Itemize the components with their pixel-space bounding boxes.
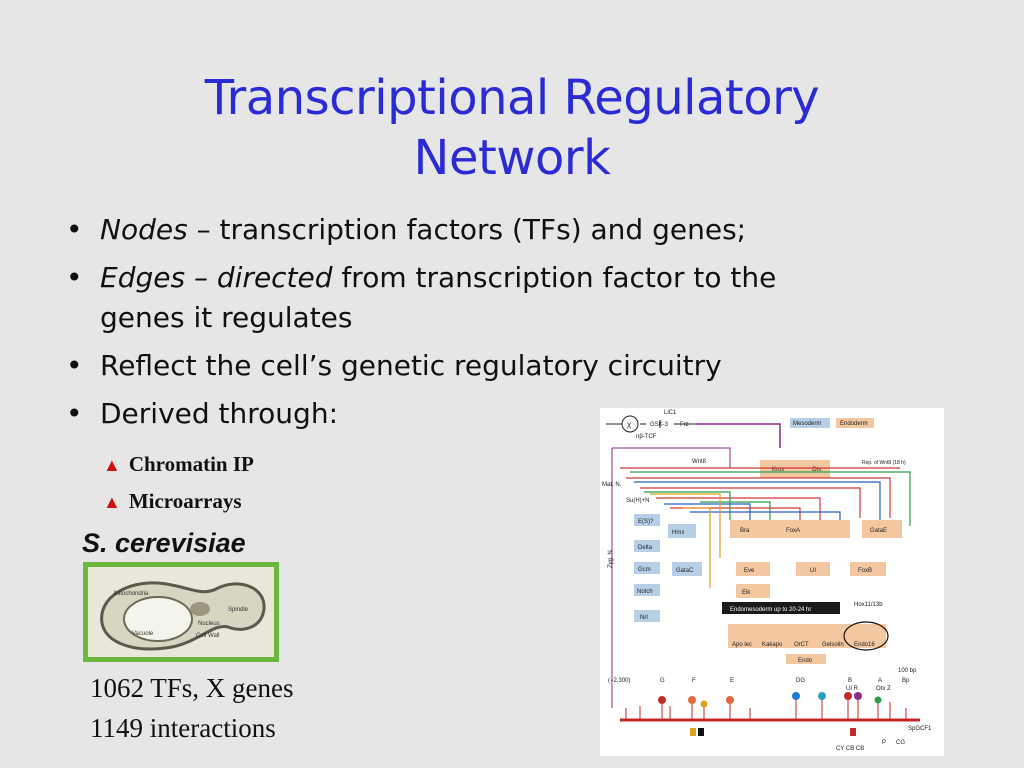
title-line-2: Network [413, 130, 611, 186]
yeast-label-nucleus: Nucleus [198, 621, 220, 627]
triangle-bullet-icon: ▲ [103, 455, 121, 475]
subbullet-chromatin-ip: ▲Chromatin IP [103, 452, 254, 476]
net-mid-gatac: GataC [676, 568, 694, 574]
net-mid-gatae: GataE [870, 528, 887, 534]
species-label: S. cerevisiae [82, 528, 246, 558]
stats-tfs: 1062 TFs, X genes [90, 673, 294, 703]
net-left-nrl: Nrl [640, 615, 648, 621]
bullet-nodes: •Nodes – transcription factors (TFs) and… [66, 213, 747, 246]
net-foot-spgcf1: SpGCF1 [908, 726, 932, 732]
subbullet-microarrays: ▲Microarrays [103, 489, 242, 513]
triangle-bullet-icon: ▲ [103, 492, 121, 512]
net-left-mat-n: Mat. N. [602, 482, 622, 488]
net-bottom-gelsolin: Gelsolin [822, 642, 844, 648]
legend-endoderm: Endoderm [840, 421, 868, 427]
net-mid-elk: Elk [742, 590, 751, 596]
chi-symbol: χ [627, 420, 632, 429]
yeast-label-mitochondria: Mitochondria [114, 591, 149, 597]
net-bottom-endo16: Endo16 [854, 642, 875, 648]
net-mid-bra: Bra [740, 528, 750, 534]
title-line-1: Transcriptional Regulatory [204, 70, 820, 126]
net-left-delta: Delta [638, 545, 653, 551]
bullet-edges: •Edges – directed from transcription fac… [66, 261, 777, 334]
net-module-uir: UI R [846, 686, 859, 692]
net-bottom-apo-lec: Apo lec [732, 642, 752, 648]
net-module-otxz: Otx Z [876, 686, 891, 692]
net-mid-eve: Eve [744, 568, 755, 574]
net-bottom-orct: OrCT [794, 642, 809, 648]
net-bottom-kakapo: Kakapo [762, 642, 783, 648]
net-top-gsk3: GSK-3 [650, 422, 669, 428]
net-endo: Endo [798, 658, 813, 664]
net-left-es: E(S)? [638, 519, 654, 525]
net-foot-cg: CG [896, 740, 905, 746]
net-scale: 100 bp [898, 668, 917, 674]
slide-title: Transcriptional Regulatory Network [0, 68, 1024, 188]
bullet-reflect: •Reflect the cell’s genetic regulatory c… [66, 349, 722, 382]
net-module-f: F [692, 678, 696, 684]
net-module-bp: Bp [902, 678, 910, 684]
stats-interactions: 1149 interactions [90, 713, 276, 743]
net-left-suh: Su(H)+N [626, 498, 650, 504]
net-coords: (−2,300) [608, 678, 631, 684]
net-module-dg: DG [796, 678, 805, 684]
net-left-zyg-n: Zyg. N. [608, 548, 614, 568]
regulatory-network-diagram: χ LiC1 GSK-3 Frz nβ-TCF Wnt8 Mesoderm En… [600, 408, 944, 756]
net-gene-otx: Otx [812, 467, 821, 473]
net-top-nbtcf: nβ-TCF [636, 434, 657, 440]
net-top-frz: Frz [680, 422, 689, 428]
net-banner: Endomesoderm up to 20-24 hr [730, 607, 811, 613]
net-left-gcm: Gcm [638, 567, 651, 573]
net-gene-rep-wnt8: Rep. of Wnt8 (18 h) [862, 460, 906, 466]
legend-mesoderm: Mesoderm [793, 421, 821, 427]
net-mid-foxa: FoxA [786, 528, 800, 534]
yeast-label-cell-wall: Cell Wall [196, 633, 219, 639]
net-left-hmx: Hmx [672, 530, 684, 536]
net-foot-p: P [882, 740, 886, 746]
yeast-cell-drawing: Mitochondria Nucleus Spindle Vacuole Cel… [100, 581, 266, 651]
net-left-notch: Notch [637, 589, 653, 595]
net-mid-hox: Hox11/13b [854, 602, 883, 608]
net-top-lic1: LiC1 [664, 410, 677, 416]
net-top-wnt8: Wnt8 [692, 459, 707, 465]
yeast-label-spindle: Spindle [228, 607, 249, 613]
net-module-g: G [660, 678, 665, 684]
net-gene-krox: Krox [772, 467, 784, 473]
bullet-derived: •Derived through: [66, 397, 338, 430]
net-foot-cy: CY CB CB [836, 746, 864, 752]
net-mid-foxb: FoxB [858, 568, 872, 574]
yeast-label-vacuole: Vacuole [132, 631, 154, 637]
net-mid-ui: UI [810, 568, 816, 574]
net-module-e: E [730, 678, 734, 684]
bullet-list: •Nodes – transcription factors (TFs) and… [60, 210, 940, 442]
network-svg: χ LiC1 GSK-3 Frz nβ-TCF Wnt8 Mesoderm En… [602, 410, 932, 752]
net-module-b: B [848, 678, 852, 684]
yeast-cell-image: Mitochondria Nucleus Spindle Vacuole Cel… [83, 562, 279, 662]
net-module-a: A [878, 678, 882, 684]
